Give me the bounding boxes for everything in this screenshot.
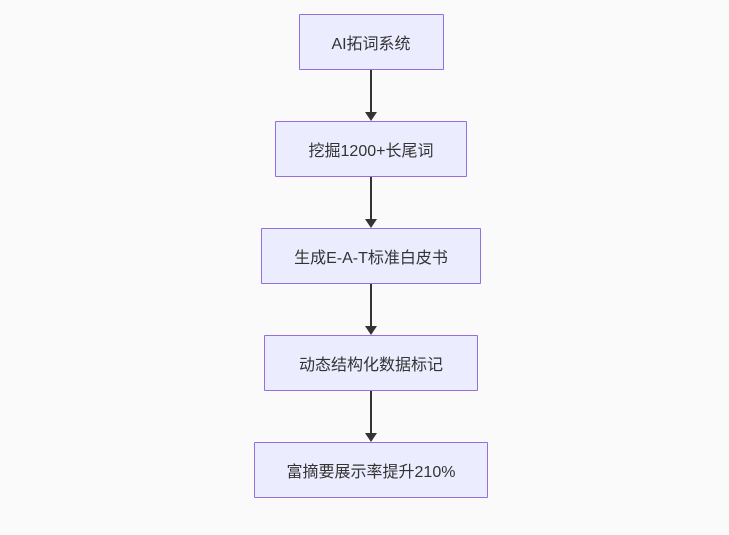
arrowhead-down-icon xyxy=(365,433,377,442)
flowchart-edge-4 xyxy=(365,391,377,442)
arrowhead-down-icon xyxy=(365,326,377,335)
arrowhead-down-icon xyxy=(365,219,377,228)
edge-line xyxy=(370,177,372,219)
flowchart-node-structured-data-markup: 动态结构化数据标记 xyxy=(264,335,478,391)
edge-line xyxy=(370,391,372,433)
edge-line xyxy=(370,284,372,326)
flowchart-node-longtail-keywords: 挖掘1200+长尾词 xyxy=(275,121,467,177)
flowchart-node-eat-whitepaper: 生成E-A-T标准白皮书 xyxy=(261,228,481,284)
flowchart-node-ai-keyword-system: AI拓词系统 xyxy=(298,14,444,70)
flowchart-edge-1 xyxy=(365,70,377,121)
flowchart-edge-3 xyxy=(365,284,377,335)
flowchart-node-rich-snippet-result: 富摘要展示率提升210% xyxy=(254,442,488,498)
edge-line xyxy=(370,70,372,112)
flowchart-edge-2 xyxy=(365,177,377,228)
arrowhead-down-icon xyxy=(365,112,377,121)
